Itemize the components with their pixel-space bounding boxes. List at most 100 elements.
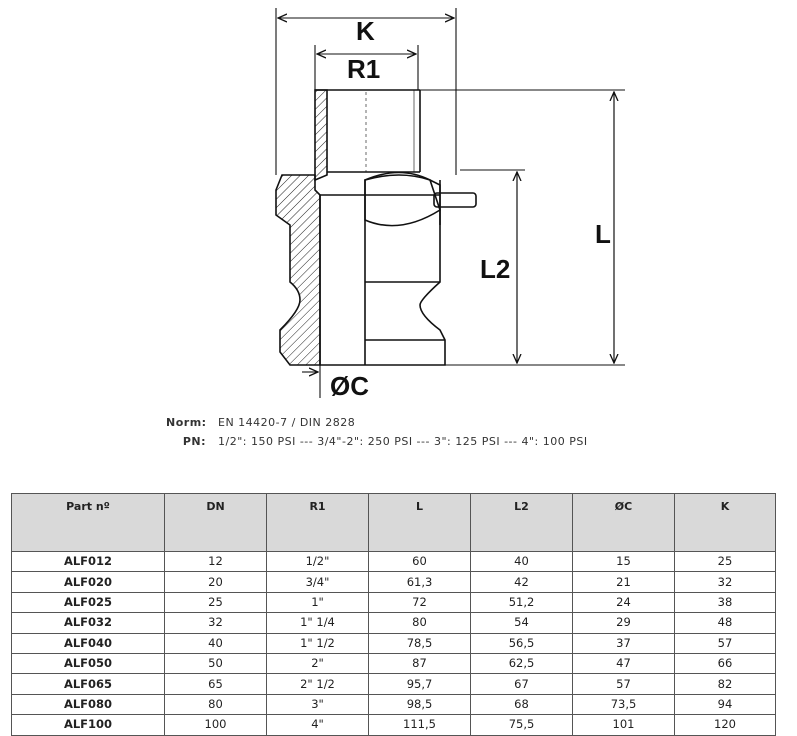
table-cell: 57 [674, 632, 776, 654]
table-cell: 98,5 [368, 693, 471, 716]
table-cell: 73,5 [572, 693, 675, 716]
table-cell: 61,3 [368, 571, 471, 593]
table-cell: 3/4" [266, 571, 369, 593]
table-cell: 60 [368, 550, 471, 573]
table-cell: 1" 1/2 [266, 632, 369, 654]
table-cell: 2" [266, 652, 369, 675]
cam-nut [364, 171, 441, 227]
table-cell: 82 [674, 673, 776, 695]
table-cell: 57 [572, 673, 675, 695]
table-cell: 68 [470, 693, 573, 716]
pn-value: 1/2": 150 PSI --- 3/4"-2": 250 PSI --- 3… [218, 435, 588, 448]
header-r1: R1 [266, 493, 369, 552]
cam-pin [433, 192, 477, 208]
header-part-no: Part nº [11, 493, 165, 552]
table-cell: 3" [266, 693, 369, 716]
norm-value: EN 14420-7 / DIN 2828 [218, 416, 356, 429]
part-number-cell: ALF012 [11, 550, 165, 573]
header-dn: DN [164, 493, 267, 552]
table-cell: 21 [572, 571, 675, 593]
dim-label-c: ØC [330, 371, 369, 401]
table-cell: 78,5 [368, 632, 471, 654]
part-number-cell: ALF020 [11, 571, 165, 593]
table-cell: 15 [572, 550, 675, 573]
table-cell: 32 [164, 612, 267, 634]
table-cell: 95,7 [368, 673, 471, 695]
dim-label-k: K [356, 16, 375, 46]
table-cell: 37 [572, 632, 675, 654]
table-cell: 54 [470, 612, 573, 634]
table-cell: 100 [164, 714, 267, 736]
table-cell: 29 [572, 612, 675, 634]
table-cell: 56,5 [470, 632, 573, 654]
pn-label: PN: [182, 435, 206, 448]
table-cell: 48 [674, 612, 776, 634]
table-cell: 72 [368, 591, 471, 614]
table-cell: 1" [266, 591, 369, 614]
part-number-cell: ALF065 [11, 673, 165, 695]
part-number-cell: ALF100 [11, 714, 165, 736]
table-cell: 67 [470, 673, 573, 695]
table-cell: 42 [470, 571, 573, 593]
part-number-cell: ALF025 [11, 591, 165, 614]
table-cell: 40 [470, 550, 573, 573]
norm-label: Norm: [166, 416, 207, 429]
table-cell: 4" [266, 714, 369, 736]
header-l2: L2 [470, 493, 573, 552]
table-cell: 24 [572, 591, 675, 614]
header-l: L [368, 493, 471, 552]
table-cell: 80 [164, 693, 267, 716]
body-right-profile [320, 174, 446, 366]
table-cell: 101 [572, 714, 675, 736]
table-cell: 111,5 [368, 714, 471, 736]
table-cell: 87 [368, 652, 471, 675]
table-cell: 51,2 [470, 591, 573, 614]
thread-wall [314, 89, 328, 182]
table-cell: 75,5 [470, 714, 573, 736]
technical-drawing: K R1 L L2 ØC [275, 8, 625, 401]
table-cell: 47 [572, 652, 675, 675]
table-cell: 25 [674, 550, 776, 573]
table-cell: 40 [164, 632, 267, 654]
table-cell: 25 [164, 591, 267, 614]
dimension-lines [275, 8, 625, 398]
dim-label-r1: R1 [347, 54, 380, 84]
body-section-hatch [275, 174, 321, 366]
table-cell: 20 [164, 571, 267, 593]
table-cell: 80 [368, 612, 471, 634]
table-cell: 38 [674, 591, 776, 614]
table-cell: 50 [164, 652, 267, 675]
header-k: K [674, 493, 776, 552]
dim-label-l2: L2 [480, 254, 510, 284]
part-number-cell: ALF050 [11, 652, 165, 675]
pn-line: PN: 1/2": 150 PSI --- 3/4"-2": 250 PSI --… [166, 435, 588, 448]
table-cell: 62,5 [470, 652, 573, 675]
norm-line: Norm: EN 14420-7 / DIN 2828 [166, 416, 355, 429]
table-cell: 120 [674, 714, 776, 736]
part-number-cell: ALF080 [11, 693, 165, 716]
dim-label-l: L [595, 219, 611, 249]
table-cell: 66 [674, 652, 776, 675]
header-c: ØC [572, 493, 675, 552]
table-cell: 94 [674, 693, 776, 716]
fitting-outline [275, 89, 477, 366]
table-cell: 1/2" [266, 550, 369, 573]
table-cell: 1" 1/4 [266, 612, 369, 634]
part-number-cell: ALF032 [11, 612, 165, 634]
table-cell: 65 [164, 673, 267, 695]
table-header-row: Part nº DN R1 L L2 ØC K [11, 493, 776, 552]
table-cell: 12 [164, 550, 267, 573]
table-cell: 32 [674, 571, 776, 593]
thread-lines [365, 90, 421, 172]
